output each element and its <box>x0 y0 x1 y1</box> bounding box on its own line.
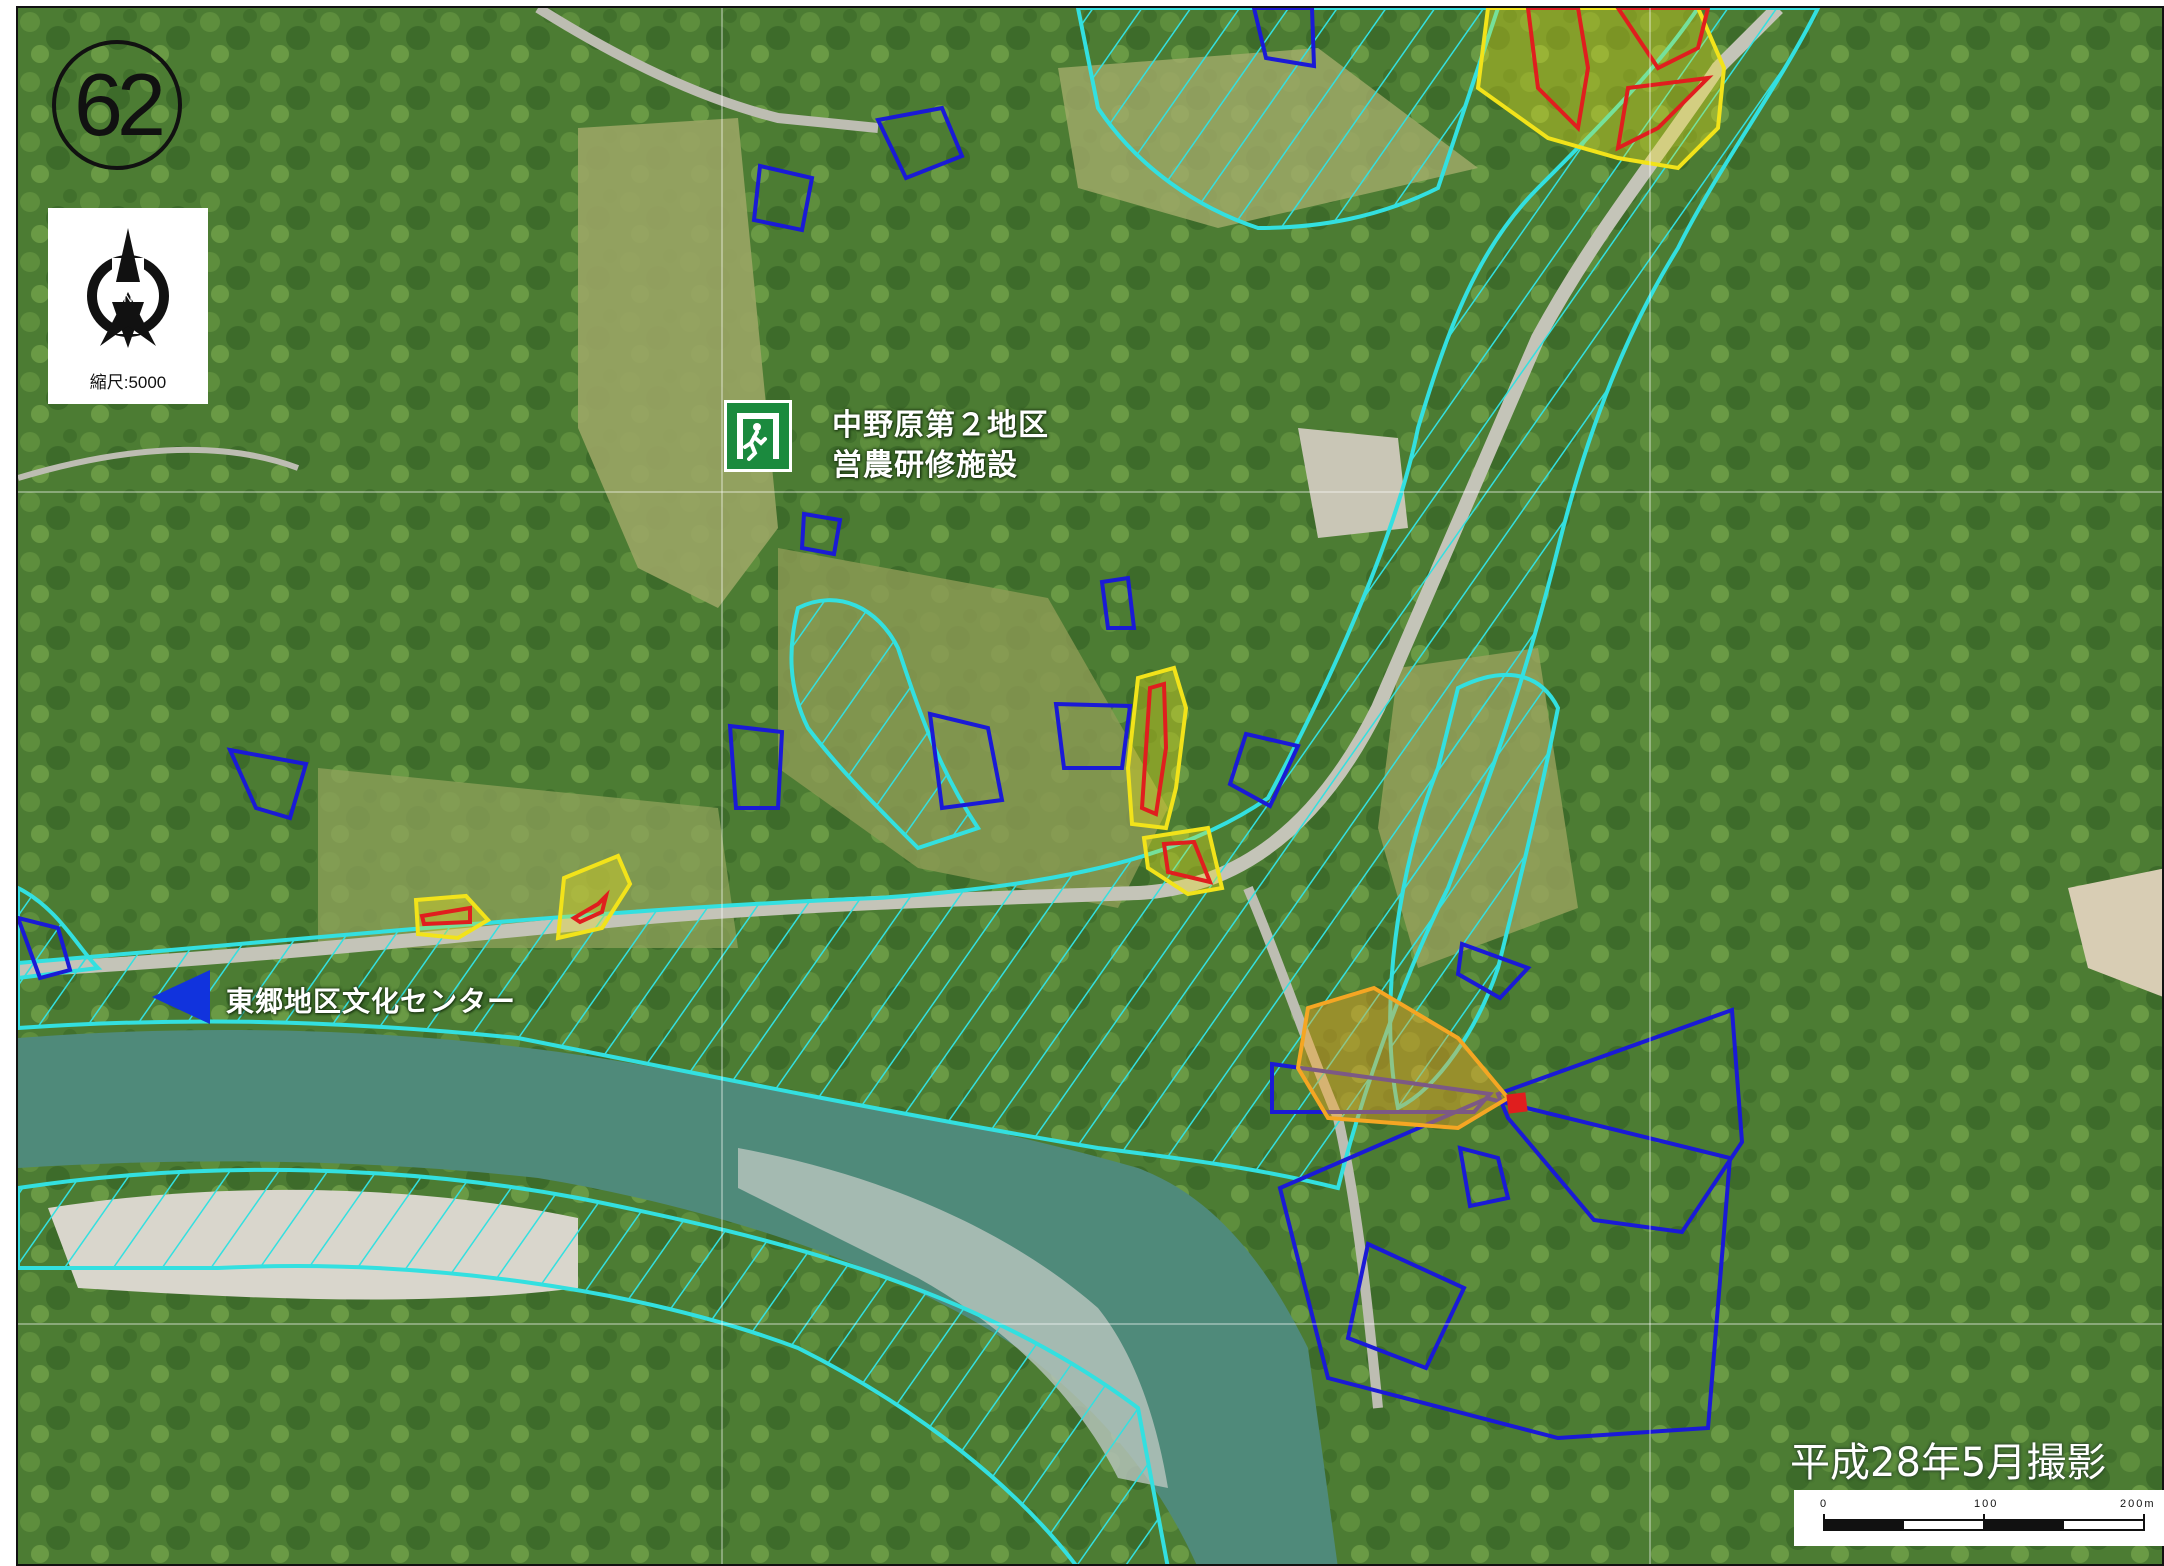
evacuation-shelter-icon[interactable] <box>724 400 792 472</box>
scalebar-tick-200: 200m <box>2120 1498 2156 1510</box>
road <box>18 446 300 481</box>
flood-zone <box>1075 8 1501 231</box>
emergency-exit-icon <box>737 413 779 461</box>
sheet-number: 62 <box>52 40 182 170</box>
north-arrow-icon: N <box>87 228 169 348</box>
farmland <box>318 768 738 948</box>
shelter-name-line2: 営農研修施設 <box>832 448 1018 483</box>
direction-arrow-icon <box>152 970 210 1024</box>
farmland <box>578 118 778 608</box>
map-scale-label: 縮尺:5000 <box>89 373 167 392</box>
road <box>535 8 879 133</box>
photo-caption: 平成28年5月撮影 <box>1790 1440 2107 1486</box>
shelter-name-line1: 中野原第２地区 <box>832 408 1049 443</box>
map-frame <box>16 6 2164 1566</box>
flood-zone <box>1388 672 1561 1111</box>
direction-label: 東郷地区文化センター <box>226 985 517 1018</box>
flood-zone <box>18 1167 1170 1564</box>
flood-zone <box>789 598 982 851</box>
north-arrow-panel: N 縮尺:5000 <box>48 208 208 404</box>
house-zone-group <box>18 8 1745 1441</box>
bare-ground <box>2068 868 2162 997</box>
bare-ground <box>1298 428 1408 538</box>
north-label: N <box>123 290 132 305</box>
scalebar-tick-0: 0 <box>1820 1498 1829 1510</box>
river <box>18 1029 1338 1564</box>
flood-zone <box>18 8 1821 1191</box>
scalebar-tick-100: 100 <box>1974 1498 1999 1510</box>
scale-bar: 0 100 200m <box>1794 1490 2164 1546</box>
slope-warning-group <box>413 8 1727 1131</box>
gravel-bar <box>738 1148 1168 1488</box>
aerial-map[interactable] <box>18 8 2164 1566</box>
